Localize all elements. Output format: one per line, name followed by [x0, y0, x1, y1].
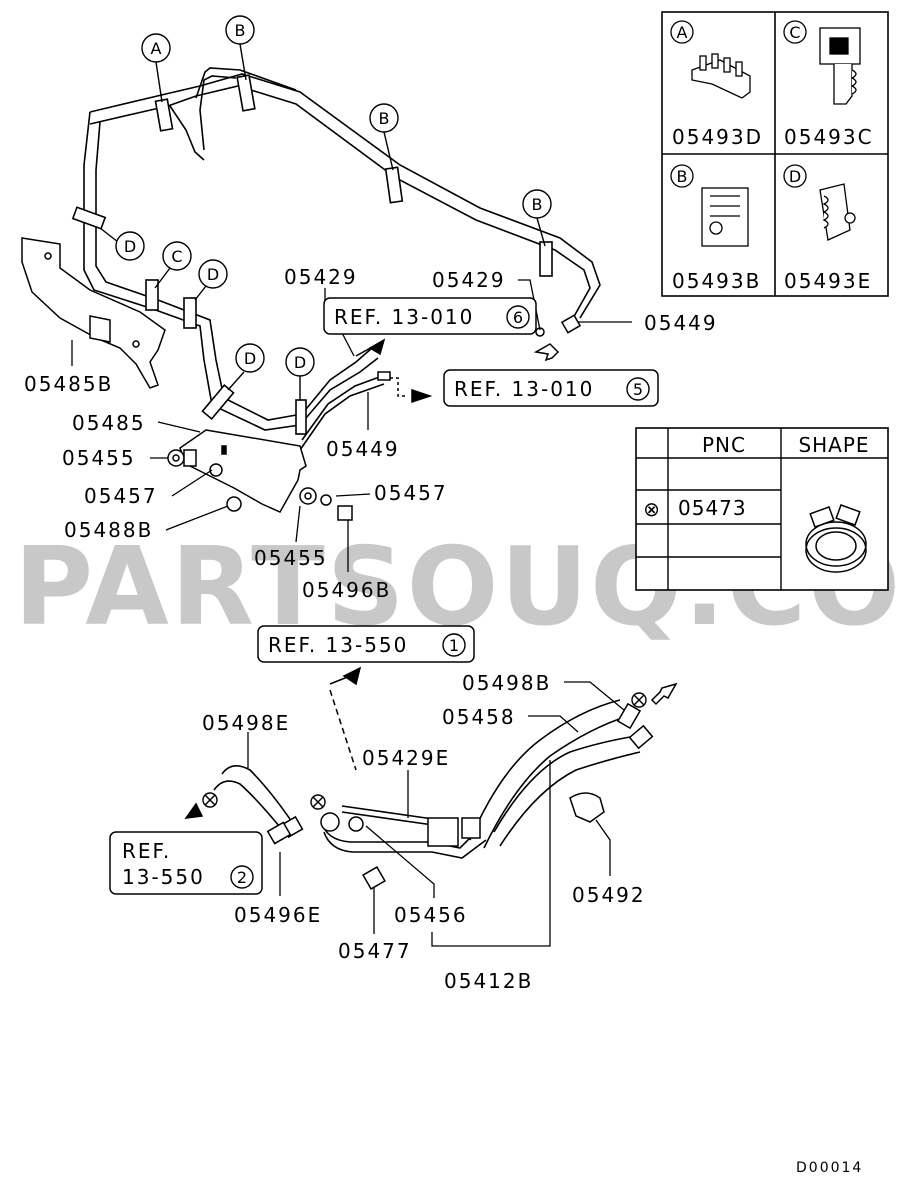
ref-2-line1: REF. — [122, 839, 171, 863]
legend-c-part: 05493C — [784, 125, 874, 149]
legend-a-letter: A — [677, 23, 688, 42]
shape-header: SHAPE — [798, 433, 869, 457]
cross-markers — [202, 692, 647, 810]
clip-b-icon — [701, 187, 749, 247]
callout-d-1: D — [115, 231, 145, 261]
bracket-05485B — [21, 237, 166, 389]
callout-b-3: B — [522, 189, 552, 219]
clip-d-icon — [819, 183, 856, 241]
clip-c-icon — [819, 27, 861, 105]
label-05485B: 05485B — [24, 372, 113, 396]
legend-c-letter: C — [789, 23, 800, 42]
ref-2-num: 2 — [237, 868, 247, 887]
legend-cell-a: A 05493D — [670, 20, 763, 149]
callout-b1-letter: B — [235, 21, 246, 40]
ref-arrows-upper — [355, 338, 560, 404]
legend-cell-c: C 05493C — [783, 20, 874, 149]
label-05457-b: 05457 — [374, 481, 448, 505]
callout-c-1: C — [162, 241, 192, 271]
clip-legend: A 05493D C 05493C B — [661, 11, 889, 297]
leaders-lower — [247, 681, 625, 947]
callout-b-2: B — [369, 103, 399, 133]
lower-hose-assembly — [213, 699, 641, 859]
ref-1-text: REF. 13-550 — [268, 633, 408, 657]
callout-d4-letter: D — [294, 353, 306, 372]
pnc-row1-symbol: ⊗ — [643, 497, 661, 521]
ref-6-num: 6 — [513, 308, 523, 327]
label-05449-b: 05449 — [326, 437, 400, 461]
callout-d2-letter: D — [207, 265, 219, 284]
clip-callouts — [99, 43, 546, 400]
label-05457-a: 05457 — [84, 484, 158, 508]
line-clips — [71, 74, 553, 435]
ref-arrows-lower — [184, 666, 678, 819]
callout-b2-letter: B — [379, 109, 390, 128]
ref-box-1[interactable]: REF. 13-550 1 — [257, 625, 475, 663]
label-05449-a: 05449 — [644, 311, 718, 335]
pnc-header: PNC — [702, 433, 746, 457]
label-05498B: 05498B — [462, 671, 551, 695]
ref-1-num: 1 — [449, 636, 459, 655]
legend-d-letter: D — [789, 167, 801, 186]
label-05429E: 05429E — [362, 746, 450, 770]
label-05496E: 05496E — [234, 903, 322, 927]
ref-5-text: REF. 13-010 — [454, 377, 594, 401]
callout-c1-letter: C — [171, 247, 182, 266]
diagram-code: D00014 — [796, 1160, 863, 1176]
label-05492: 05492 — [572, 883, 646, 907]
label-05498E: 05498E — [202, 711, 290, 735]
callout-d-2: D — [198, 259, 228, 289]
ref-box-5[interactable]: REF. 13-010 5 — [443, 369, 659, 407]
pnc-row1-value: 05473 — [678, 496, 747, 520]
label-05496B: 05496B — [302, 578, 391, 602]
legend-cell-b: B 05493B — [670, 164, 761, 293]
ref-6-text: REF. 13-010 — [334, 305, 474, 329]
label-05477: 05477 — [338, 939, 412, 963]
callout-b3-letter: B — [532, 195, 543, 214]
legend-b-letter: B — [677, 167, 688, 186]
callout-a-letter: A — [151, 39, 162, 58]
ref-2-line2: 13-550 — [122, 865, 205, 889]
label-05429-a: 05429 — [284, 265, 358, 289]
lower-fittings — [266, 702, 654, 890]
label-05485: 05485 — [72, 411, 146, 435]
label-05488B: 05488B — [64, 518, 153, 542]
label-05458: 05458 — [442, 705, 516, 729]
callout-b-1: B — [225, 15, 255, 45]
ref-5-num: 5 — [633, 380, 643, 399]
clip-a-icon — [691, 53, 751, 99]
bracket-05485 — [179, 429, 307, 513]
callout-d1-letter: D — [124, 237, 136, 256]
callout-bubbles: A B B B D C D D — [115, 15, 552, 377]
callout-a: A — [141, 33, 171, 63]
hose-clamp-shape-icon — [805, 504, 867, 573]
legend-b-part: 05493B — [672, 269, 761, 293]
label-05412B: 05412B — [444, 969, 533, 993]
ref-box-2[interactable]: REF. 13-550 2 — [109, 831, 263, 895]
label-05455-b: 05455 — [254, 546, 328, 570]
legend-d-part: 05493E — [784, 269, 872, 293]
label-05429-b: 05429 — [432, 268, 506, 292]
label-05455-a: 05455 — [62, 446, 136, 470]
legend-cell-d: D 05493E — [783, 164, 872, 293]
part-labels: 05429 05429 05449 05449 05485B 05485 054… — [24, 265, 718, 993]
callout-d-4: D — [285, 347, 315, 377]
callout-d-3: D — [235, 343, 265, 373]
ref-box-6[interactable]: REF. 13-010 6 — [323, 297, 537, 335]
label-05456: 05456 — [394, 903, 468, 927]
callout-d3-letter: D — [244, 349, 256, 368]
fasteners-upper — [167, 449, 353, 521]
pnc-table: PNC SHAPE ⊗ 05473 — [635, 427, 889, 591]
legend-a-part: 05493D — [672, 125, 763, 149]
